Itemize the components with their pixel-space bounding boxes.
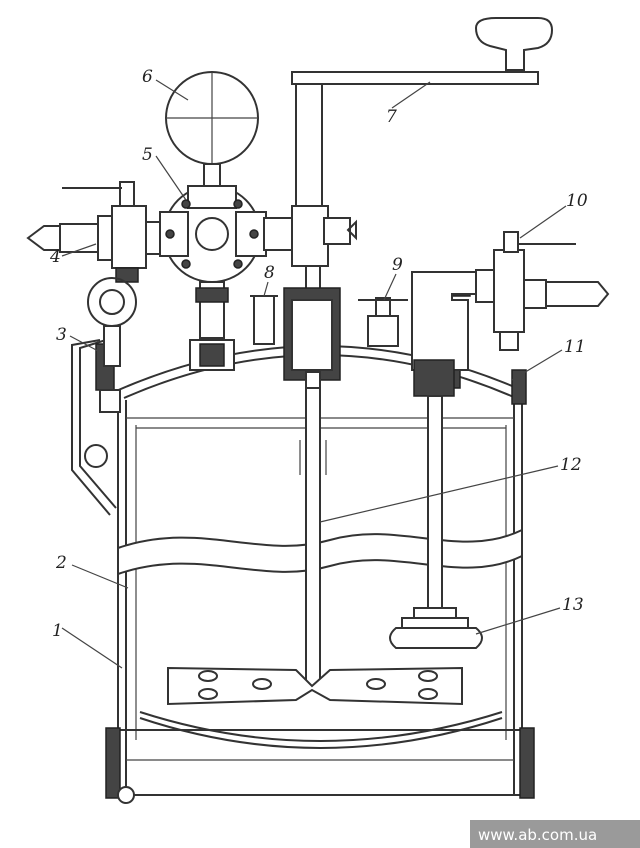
callout-10: 10: [566, 191, 588, 211]
paint-outlet-pipe: [389, 271, 483, 649]
callout-4: 4: [49, 247, 61, 267]
callout-3: 3: [56, 325, 67, 345]
watermark-text: www.ab.com.ua: [478, 826, 597, 844]
pressure-gauge: [165, 71, 259, 187]
callout-9: 9: [392, 255, 403, 275]
paint-outlet-valve: [475, 231, 610, 405]
stirrer-shaft: [167, 265, 463, 706]
air-inlet-valve: [26, 181, 163, 283]
callout-5: 5: [142, 145, 153, 165]
callout-6: 6: [142, 67, 153, 87]
callout-11: 11: [564, 337, 586, 357]
relief-valve: [358, 297, 408, 347]
pressure-regulator: [159, 185, 295, 371]
safety-valve-ring: [87, 277, 137, 367]
watermark: www.ab.com.ua: [470, 820, 640, 848]
filler-plug: [250, 295, 278, 345]
stirrer-handle: [291, 17, 554, 267]
callout-12: 12: [560, 455, 582, 475]
callout-1: 1: [52, 621, 63, 641]
callout-13: 13: [562, 595, 584, 615]
callout-8: 8: [264, 263, 275, 283]
callout-7: 7: [386, 107, 397, 127]
callout-2: 2: [55, 553, 67, 573]
callout-labels: 1 2 3 4 5 6 7 8 9 10 11 12 13: [49, 67, 588, 641]
callout-leaders: [61, 79, 567, 669]
